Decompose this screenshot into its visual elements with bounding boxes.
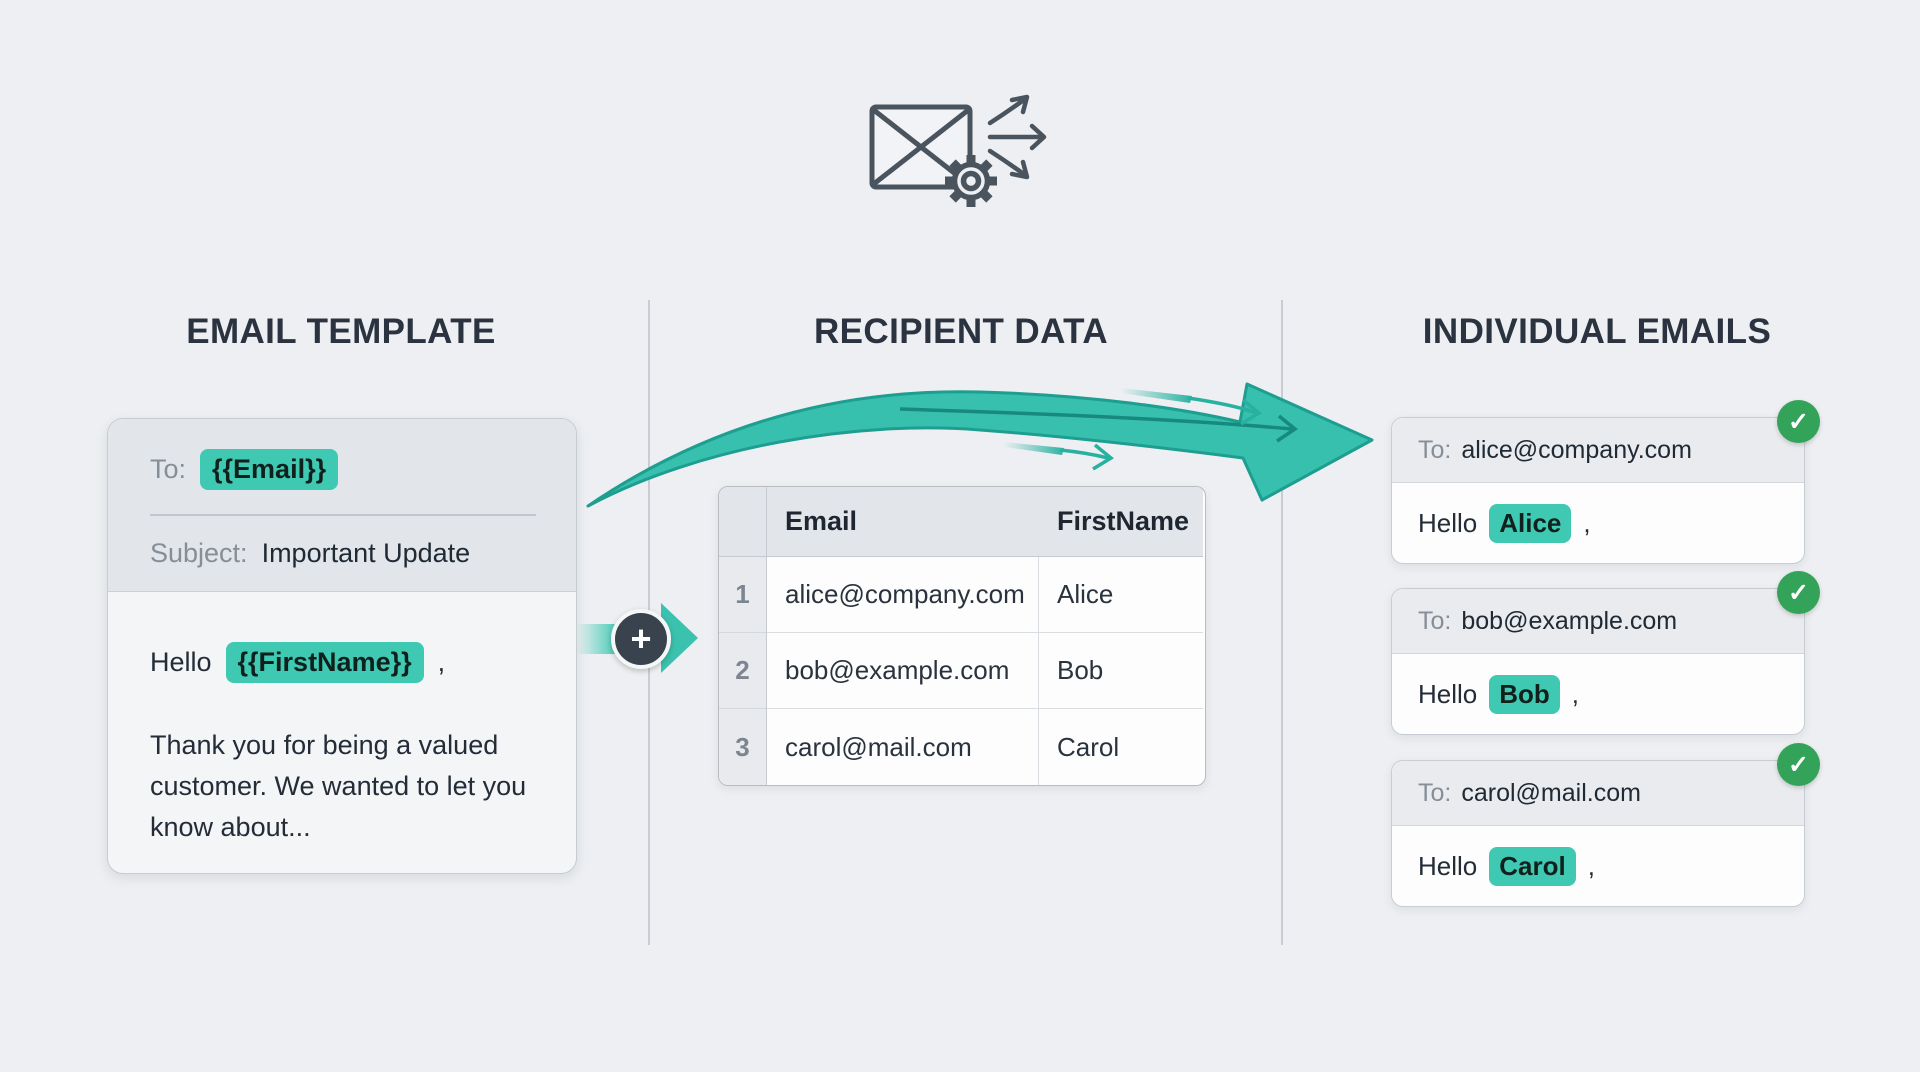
greeting-text: Hello	[150, 647, 212, 677]
greeting-text: Hello	[1418, 850, 1478, 881]
name-chip: Alice	[1489, 503, 1572, 543]
to-label: To:	[1418, 778, 1452, 807]
greeting-comma: ,	[1587, 850, 1595, 881]
email-card-body: Hello Alice ,	[1392, 483, 1804, 563]
to-label: To:	[150, 454, 187, 484]
email-card-header: To: bob@example.com	[1392, 589, 1804, 654]
gear-icon	[945, 155, 997, 207]
plus-icon: +	[630, 618, 652, 659]
greeting-text: Hello	[1418, 507, 1478, 538]
greeting-text: Hello	[1418, 678, 1478, 709]
to-address: bob@example.com	[1461, 606, 1678, 635]
to-address: carol@mail.com	[1461, 778, 1641, 807]
section-title-recipient-data: RECIPIENT DATA	[813, 312, 1109, 351]
table-corner-cell	[719, 487, 767, 557]
row-number: 1	[719, 557, 767, 633]
recipient-table: Email FirstName 1 alice@company.com Alic…	[718, 486, 1206, 786]
row-number: 3	[719, 709, 767, 785]
email-card-body: Hello Bob ,	[1392, 654, 1804, 734]
template-header: To: {{Email}} Subject: Important Update	[108, 419, 576, 592]
row-number: 2	[719, 633, 767, 709]
greeting-comma: ,	[437, 647, 446, 677]
template-body-text: Thank you for being a valued customer. W…	[150, 730, 527, 842]
email-card-body: Hello Carol ,	[1392, 826, 1804, 906]
template-body: Hello {{FirstName}} , Thank you for bein…	[108, 592, 576, 848]
check-icon: ✓	[1788, 578, 1809, 607]
column-divider-right	[1281, 300, 1283, 945]
sent-check-badge: ✓	[1777, 400, 1820, 443]
email-card-bob: ✓ To: bob@example.com Hello Bob ,	[1391, 571, 1820, 735]
table-header-email: Email	[767, 487, 1039, 557]
cell-email: bob@example.com	[767, 633, 1039, 709]
cell-firstname: Carol	[1039, 709, 1203, 785]
motion-arrow-bottom	[1004, 442, 1115, 471]
greeting-comma: ,	[1583, 507, 1591, 538]
subject-value: Important Update	[261, 538, 471, 568]
motion-arrow-top	[1121, 388, 1263, 426]
email-card-header: To: alice@company.com	[1392, 418, 1804, 483]
sent-check-badge: ✓	[1777, 743, 1820, 786]
firstname-variable-chip: {{FirstName}}	[225, 642, 424, 683]
email-card-alice: ✓ To: alice@company.com Hello Alice ,	[1391, 400, 1820, 564]
mail-split-icon	[869, 94, 1047, 207]
fan-out-arrows-icon	[987, 94, 1047, 180]
sent-check-badge: ✓	[1777, 571, 1820, 614]
email-variable-chip: {{Email}}	[200, 449, 339, 490]
cell-firstname: Bob	[1039, 633, 1203, 709]
envelope-icon	[869, 104, 973, 190]
merge-plus-badge: +	[611, 609, 671, 669]
email-template-card: To: {{Email}} Subject: Important Update …	[107, 418, 577, 874]
cell-email: alice@company.com	[767, 557, 1039, 633]
to-address: alice@company.com	[1461, 435, 1692, 464]
check-icon: ✓	[1788, 750, 1809, 779]
merge-arrow-vein	[899, 407, 1293, 431]
name-chip: Carol	[1489, 846, 1576, 886]
table-header-firstname: FirstName	[1039, 487, 1203, 557]
email-card-carol: ✓ To: carol@mail.com Hello Carol ,	[1391, 743, 1820, 907]
section-title-individual-emails: INDIVIDUAL EMAILS	[1422, 312, 1772, 351]
cell-email: carol@mail.com	[767, 709, 1039, 785]
cell-firstname: Alice	[1039, 557, 1203, 633]
email-card-header: To: carol@mail.com	[1392, 761, 1804, 826]
section-title-email-template: EMAIL TEMPLATE	[186, 312, 496, 351]
template-header-divider	[150, 514, 536, 516]
check-icon: ✓	[1788, 407, 1809, 436]
subject-label: Subject:	[150, 538, 248, 568]
greeting-comma: ,	[1571, 678, 1580, 709]
to-label: To:	[1418, 606, 1452, 635]
name-chip: Bob	[1489, 674, 1560, 714]
to-label: To:	[1418, 435, 1452, 464]
